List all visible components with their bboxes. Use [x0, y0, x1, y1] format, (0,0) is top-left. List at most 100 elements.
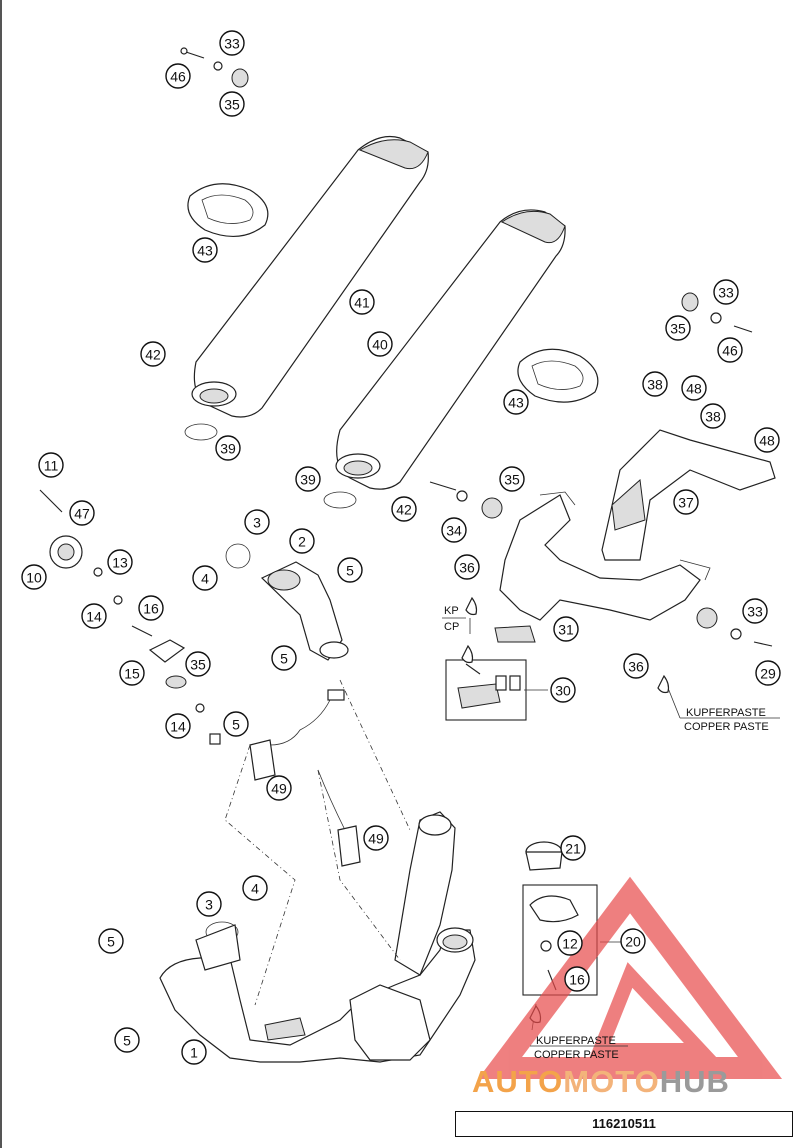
callout-label: 4	[201, 571, 209, 587]
callout-label: 46	[722, 343, 738, 359]
callout-48: 48	[681, 375, 707, 401]
callout-label: 14	[86, 609, 102, 625]
callout-38: 38	[642, 371, 668, 397]
callout-circle	[557, 930, 583, 956]
kit-30-box	[445, 659, 527, 721]
note-copper-paste-de-1: KUPFERPASTE	[686, 707, 766, 719]
callout-20: 20	[620, 928, 646, 954]
callout-29: 29	[755, 660, 781, 686]
callout-label: 41	[354, 295, 370, 311]
callout-circle	[503, 389, 529, 415]
callout-circle	[642, 371, 668, 397]
callout-35: 35	[219, 91, 245, 117]
callout-label: 5	[123, 1033, 131, 1049]
callout-label: 29	[760, 666, 776, 682]
callout-label: 5	[346, 563, 354, 579]
callout-circle	[441, 517, 467, 543]
callout-39: 39	[295, 466, 321, 492]
mounting-hardware-left	[39, 489, 221, 745]
callout-circle	[454, 554, 480, 580]
callout-circle	[185, 651, 211, 677]
callout-4: 4	[242, 875, 268, 901]
callout-label: 47	[74, 506, 90, 522]
callout-circle	[363, 825, 389, 851]
watermark-part3: HUB	[659, 1064, 730, 1099]
callout-label: 42	[396, 502, 412, 518]
callout-label: 16	[143, 601, 159, 617]
callout-34: 34	[441, 517, 467, 543]
callout-label: 38	[647, 377, 663, 393]
callout-10: 10	[21, 564, 47, 590]
callout-35: 35	[499, 466, 525, 492]
header-pipes	[159, 811, 476, 1063]
callout-21: 21	[560, 835, 586, 861]
callout-circle	[223, 711, 249, 737]
callout-49: 49	[363, 825, 389, 851]
callout-label: 33	[718, 285, 734, 301]
callout-circle	[337, 557, 363, 583]
callout-circle	[367, 331, 393, 357]
callout-circle	[219, 30, 245, 56]
callout-label: 1	[190, 1045, 198, 1061]
callout-circle	[673, 489, 699, 515]
callout-33: 33	[219, 30, 245, 56]
callout-circle	[700, 403, 726, 429]
callout-circle	[98, 928, 124, 954]
callout-circle	[107, 549, 133, 575]
callout-circle	[165, 713, 191, 739]
callout-35: 35	[185, 651, 211, 677]
callout-42: 42	[140, 341, 166, 367]
callout-label: 46	[170, 69, 186, 85]
callout-label: 38	[705, 409, 721, 425]
lambda-sensors	[249, 689, 361, 867]
callout-circle	[391, 496, 417, 522]
callout-circle	[623, 653, 649, 679]
callout-circle	[244, 509, 270, 535]
note-copper-paste-de-2: KUPFERPASTE	[536, 1035, 616, 1047]
callout-circle	[755, 660, 781, 686]
callout-38: 38	[700, 403, 726, 429]
muffler-clamp-left	[187, 183, 269, 238]
callout-5: 5	[98, 928, 124, 954]
watermark-logo: AUTOMOTOHUB	[472, 1064, 800, 1108]
callout-circle	[681, 375, 707, 401]
callout-label: 40	[372, 337, 388, 353]
callout-label: 11	[44, 458, 59, 474]
callout-circle	[119, 660, 145, 686]
callout-49: 49	[266, 775, 292, 801]
callout-circle	[114, 1027, 140, 1053]
callout-circle	[192, 237, 218, 263]
callout-circle	[81, 603, 107, 629]
callout-label: 5	[232, 717, 240, 733]
callout-circle	[140, 341, 166, 367]
callout-35: 35	[665, 315, 691, 341]
callout-11: 11	[38, 452, 64, 478]
callout-label: 42	[145, 347, 161, 363]
notes: KP CP KUPFERPASTE COPPER PASTE KUPFERPAS…	[442, 605, 780, 1061]
callout-circle	[196, 891, 222, 917]
callout-circle	[38, 452, 64, 478]
callout-label: 35	[504, 472, 520, 488]
callout-label: 5	[107, 934, 115, 950]
callout-label: 5	[280, 651, 288, 667]
callout-circle	[295, 466, 321, 492]
callout-13: 13	[107, 549, 133, 575]
callout-circle	[560, 835, 586, 861]
callout-39: 39	[215, 435, 241, 461]
callout-label: 21	[565, 841, 581, 857]
callout-label: 48	[759, 433, 775, 449]
front-flange-pipe	[195, 543, 349, 971]
page-edge	[0, 0, 2, 1148]
callout-label: 16	[569, 972, 585, 988]
callout-label: 49	[368, 831, 384, 847]
callout-14: 14	[165, 713, 191, 739]
callout-label: 20	[625, 934, 641, 950]
watermark-part2: MOTO	[563, 1064, 660, 1099]
callout-circle	[289, 528, 315, 554]
callout-43: 43	[503, 389, 529, 415]
callout-5: 5	[271, 645, 297, 671]
callout-42: 42	[391, 496, 417, 522]
callout-41: 41	[349, 289, 375, 315]
callout-circle	[192, 565, 218, 591]
